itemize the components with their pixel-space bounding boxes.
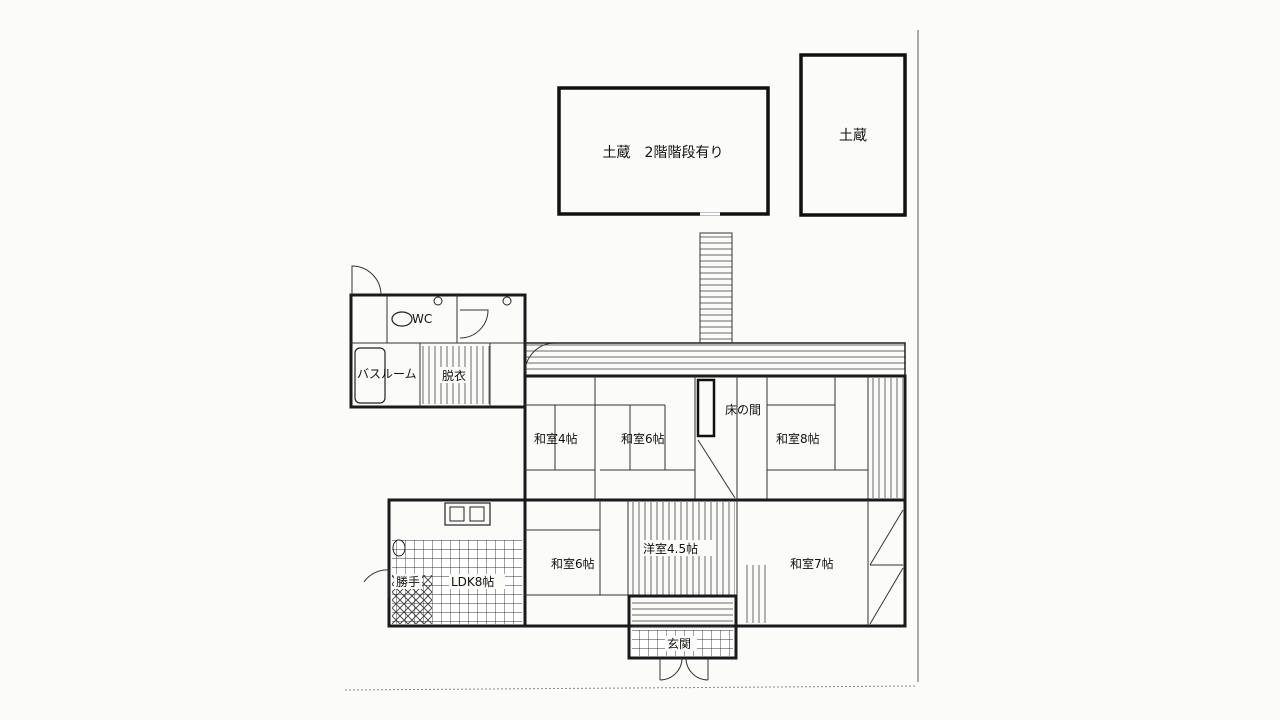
bottom-boundary-line <box>344 685 916 691</box>
storehouse-large: 土蔵 2階階段有り <box>557 86 770 216</box>
storehouse-small-label: 土蔵 <box>839 128 867 144</box>
genkan-label: 玄関 <box>667 636 691 651</box>
ldk-label: LDK8帖 <box>451 574 494 589</box>
katteguchi-label: 勝手 <box>396 574 420 589</box>
washitsu4-label: 和室4帖 <box>534 431 578 446</box>
washitsu6-upper-label: 和室6帖 <box>621 431 665 446</box>
washitsu6-lower-label: 和室6帖 <box>551 556 595 571</box>
ldk-area: 勝手 LDK8帖 <box>363 498 527 628</box>
upper-rooms: 和室4帖 和室6帖 床の間 和室8帖 <box>523 374 907 502</box>
yoshitsu-label: 洋室4.5帖 <box>643 541 698 556</box>
corridor <box>524 342 906 377</box>
walkway <box>699 232 733 344</box>
washitsu8-label: 和室8帖 <box>776 431 820 446</box>
lower-rooms: 洋室4.5帖 和室6帖 和室7帖 <box>523 498 907 628</box>
tokonoma-label: 床の間 <box>725 403 761 417</box>
dressing-label: 脱衣 <box>442 368 466 383</box>
bathroom-label: バスルーム <box>357 367 417 381</box>
genkan-area: 玄関 <box>627 594 738 681</box>
wc-label: WC <box>412 312 432 326</box>
washitsu7-label: 和室7帖 <box>790 556 834 571</box>
storehouse-small: 土蔵 <box>799 53 907 217</box>
storehouse-large-label: 土蔵 2階階段有り <box>603 145 724 161</box>
